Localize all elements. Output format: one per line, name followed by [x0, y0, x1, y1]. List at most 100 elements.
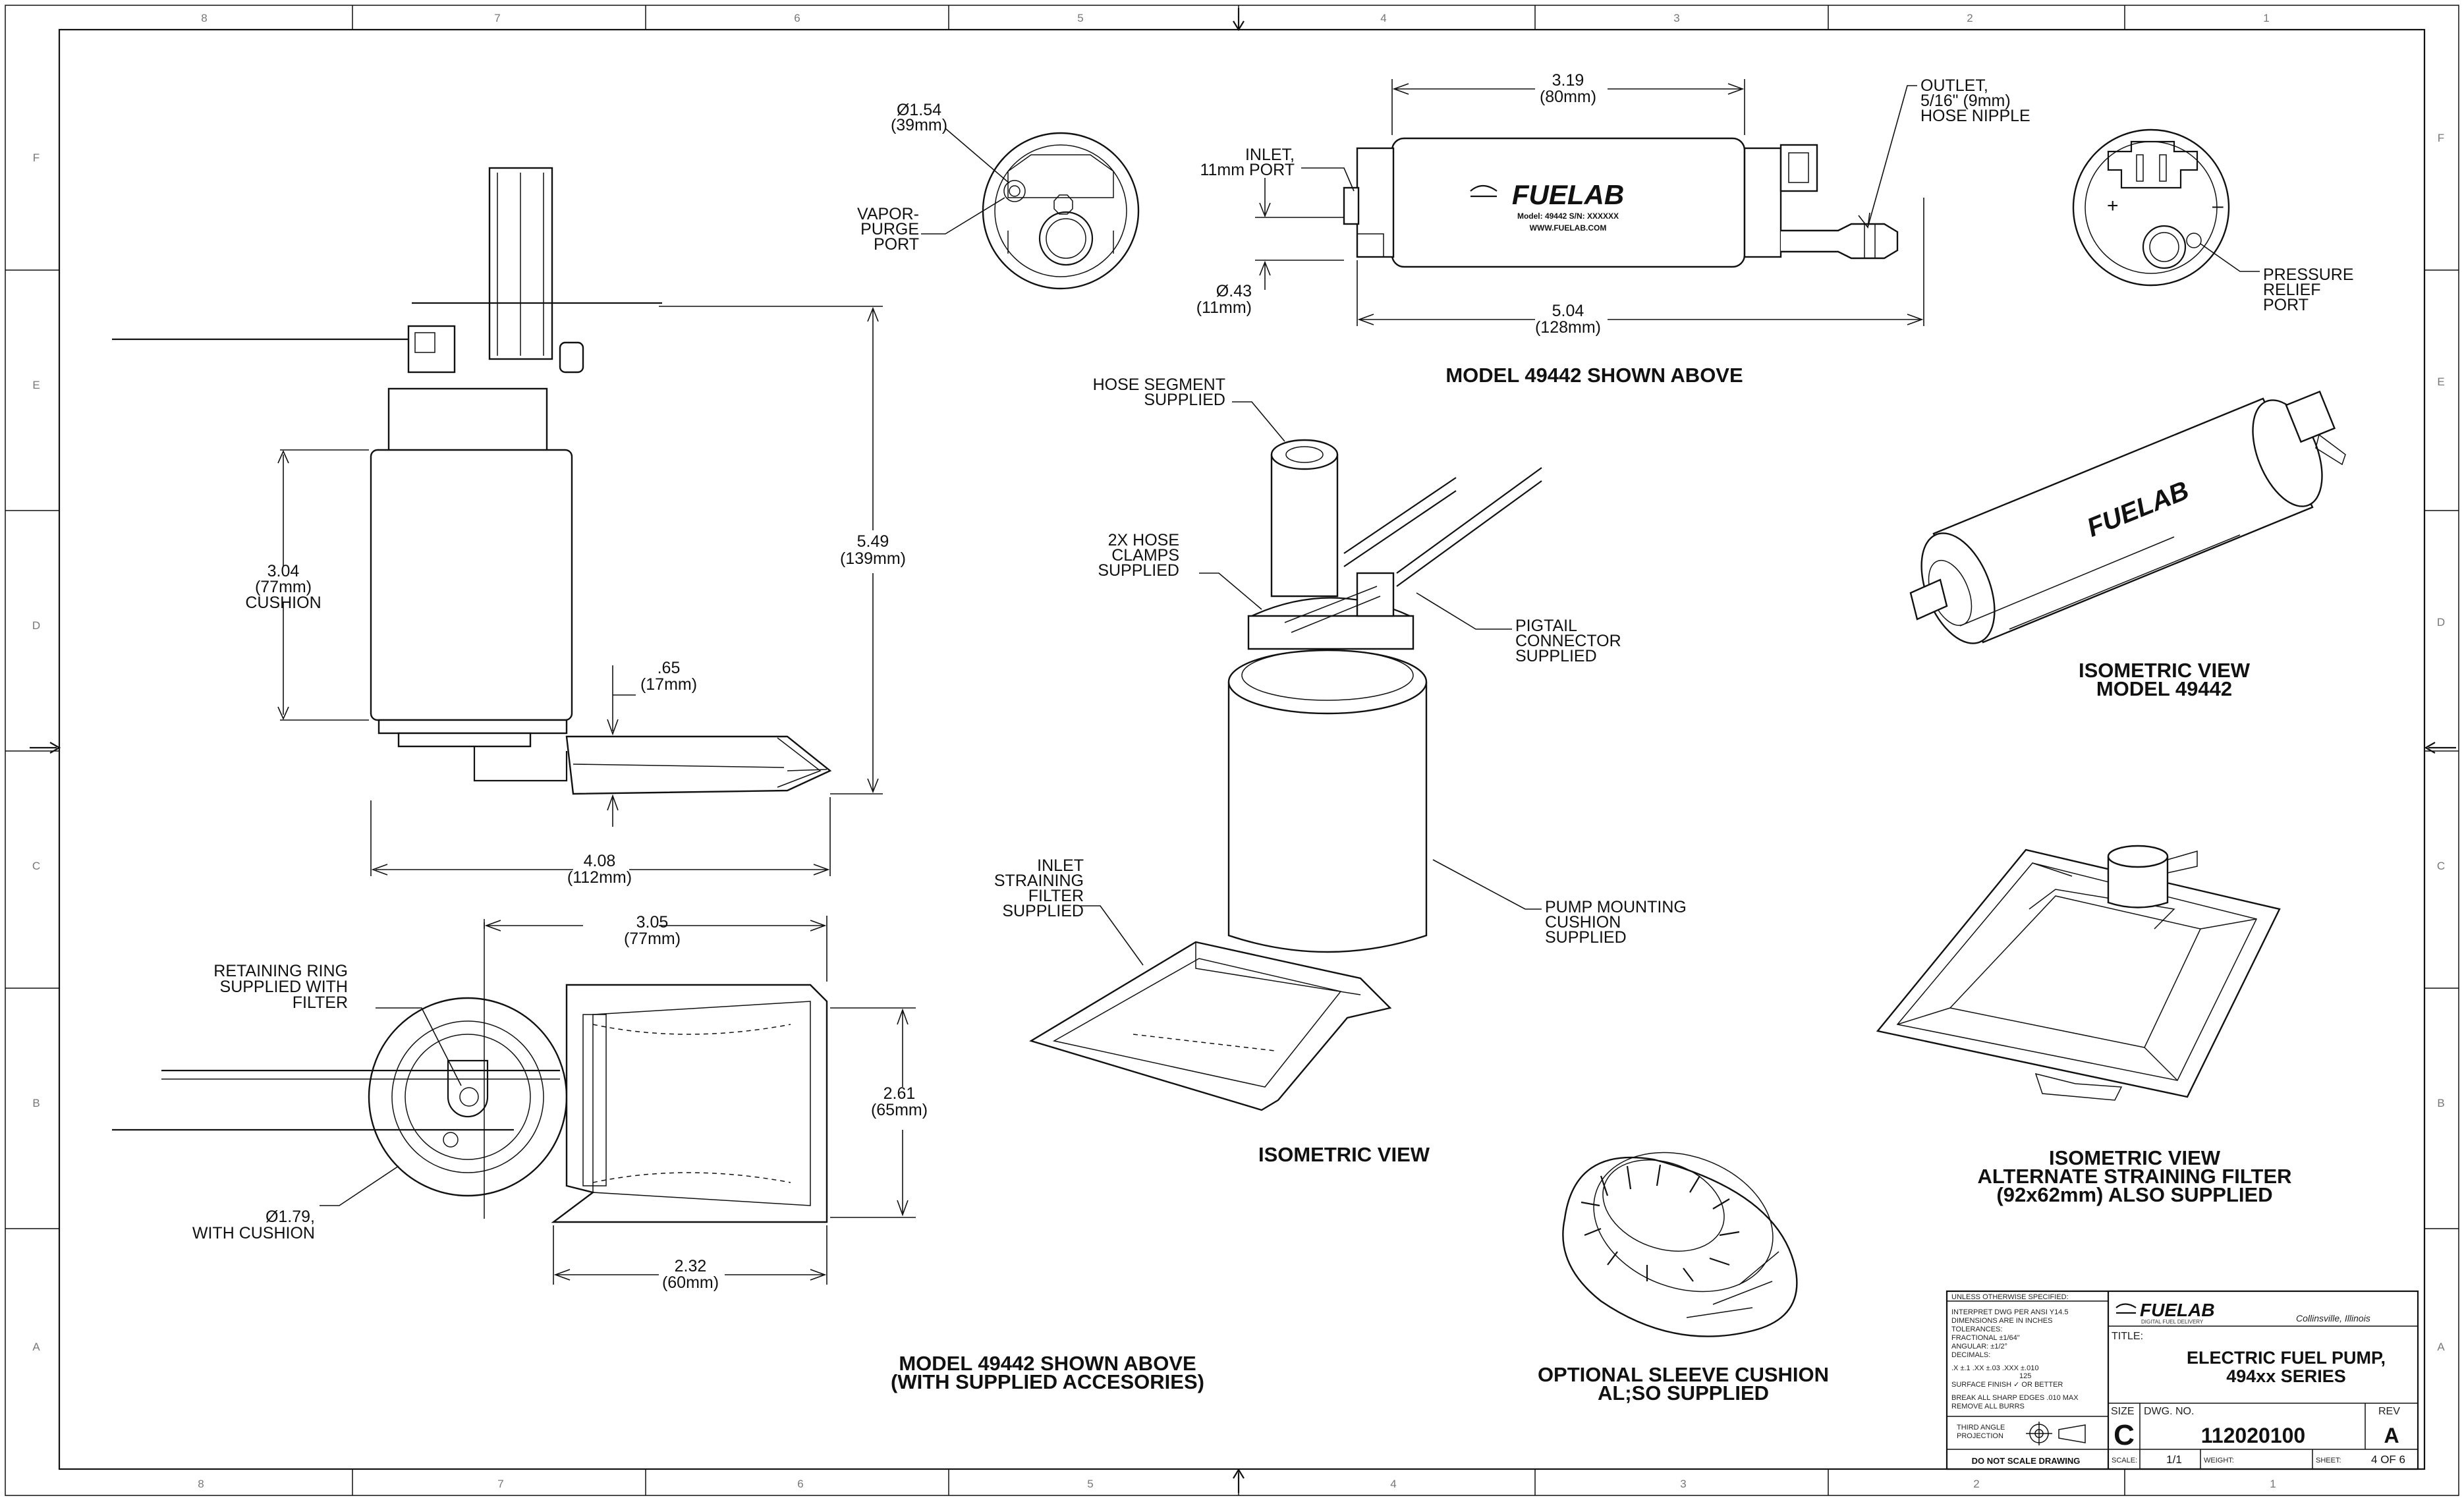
callout-pressure-relief-2: RELIEF [2263, 281, 2321, 299]
isometric-filter-view: ISOMETRIC VIEW ALTERNATE STRAINING FILTE… [1876, 845, 2292, 1206]
dim-total-length-inch: 5.04 [1552, 302, 1584, 320]
caption-sleeve-cushion-1: OPTIONAL SLEEVE CUSHION [1538, 1363, 1829, 1386]
tb-rev-value: A [2384, 1424, 2399, 1447]
callout-pressure-relief-3: PORT [2263, 296, 2309, 314]
tb-finish-value: 125 [2019, 1372, 2031, 1380]
title-block: UNLESS OTHERWISE SPECIFIED: INTERPRET DW… [1946, 1290, 2419, 1470]
pump-top-view: FUELAB Model: 49442 S/N: XXXXXX WWW.FUEL… [1196, 71, 2030, 387]
tb-title-label: TITLE: [2112, 1331, 2143, 1342]
caption-model-accessories-1: MODEL 49442 SHOWN ABOVE [899, 1352, 1196, 1375]
drawing-border [5, 5, 2459, 1496]
zone-col-1: 1 [2263, 12, 2269, 24]
company-logo-icon [2115, 1303, 2137, 1314]
zone-col-7: 7 [494, 12, 500, 24]
zone-col-2: 2 [1967, 12, 1973, 24]
tb-size-value: C [2114, 1419, 2135, 1451]
zone-row-b-right: B [2437, 1097, 2444, 1109]
zone-row-f: F [33, 152, 40, 164]
tb-no-scale: DO NOT SCALE DRAWING [1972, 1456, 2081, 1466]
tb-spec-line-6: DECIMALS: [1951, 1351, 1990, 1359]
dim-cushion-diameter-note: WITH CUSHION [192, 1224, 315, 1242]
outlet-end-drawing [2072, 128, 2230, 287]
bottom-view: 3.05 (77mm) 2.61 (65mm) 2.32 (60mm) RETA… [112, 913, 1204, 1393]
dim-inlet-diameter-inch: Ø.43 [1216, 282, 1252, 300]
caption-model-top: MODEL 49442 SHOWN ABOVE [1445, 364, 1743, 387]
isometric-filter-drawing [1876, 845, 2281, 1101]
dim-filter-height-mm: (17mm) [640, 675, 697, 694]
tb-company-tagline: DIGITAL FUEL DELIVERY [2141, 1319, 2204, 1325]
zone-row-c: C [32, 860, 40, 872]
zone-col-2-bottom: 2 [1973, 1478, 1979, 1490]
zone-col-8: 8 [201, 12, 207, 24]
pump-top-drawing [1343, 137, 1899, 268]
dim-cushion-height-inch: 3.04 [267, 562, 300, 580]
callout-pigtail-2: CONNECTOR [1515, 632, 1621, 650]
dim-total-width-inch: 4.08 [584, 852, 616, 870]
tb-projection-2: PROJECTION [1957, 1432, 2003, 1440]
dim-total-width-mm: (112mm) [567, 868, 632, 887]
zone-col-5-bottom: 5 [1087, 1478, 1093, 1490]
zone-row-f-right: F [2438, 132, 2444, 144]
callout-retaining-ring-2: SUPPLIED WITH [220, 978, 348, 996]
third-angle-projection-icon [2026, 1422, 2086, 1445]
dim-end-diameter-inch: Ø1.54 [897, 101, 941, 119]
dim-filter-length-mm: (77mm) [624, 930, 681, 948]
callout-cushion-3: SUPPLIED [1545, 928, 1627, 947]
dim-end-diameter-mm: (39mm) [891, 116, 947, 134]
dim-total-length-mm: (128mm) [1535, 318, 1601, 337]
tb-scale-value: 1/1 [2166, 1453, 2182, 1466]
callout-pigtail-1: PIGTAIL [1515, 617, 1577, 635]
dim-total-height-inch: 5.49 [857, 532, 889, 551]
tb-spec-line-10: REMOVE ALL BURRS [1951, 1403, 2025, 1410]
callout-inlet-filter-4: SUPPLIED [1002, 902, 1084, 920]
dim-inlet-diameter-mm: (11mm) [1196, 298, 1252, 317]
tb-spec-line-1: INTERPRET DWG PER ANSI Y14.5 [1951, 1308, 2068, 1316]
zone-col-4-bottom: 4 [1390, 1478, 1396, 1490]
tb-spec-line-3: TOLERANCES: [1951, 1325, 2002, 1333]
zone-col-6-bottom: 6 [797, 1478, 803, 1490]
callout-inlet-filter-3: FILTER [1028, 887, 1084, 905]
dim-filter-width-mm: (65mm) [871, 1101, 928, 1119]
zone-col-7-bottom: 7 [497, 1478, 503, 1490]
dim-filter-depth-mm: (60mm) [662, 1273, 719, 1292]
callout-hose-clamps-2: CLAMPS [1111, 546, 1179, 565]
callout-hose-clamps-1: 2X HOSE [1108, 531, 1179, 549]
zone-row-e: E [32, 379, 40, 391]
isometric-assembly-view: HOSE SEGMENT SUPPLIED 2X HOSE CLAMPS SUP… [994, 376, 1687, 1166]
side-view: 3.04 (77mm) CUSHION 5.49 (139mm) .65 (17… [112, 167, 906, 887]
callout-hose-clamps-3: SUPPLIED [1098, 561, 1179, 580]
tb-spec-line-4: FRACTIONAL ±1/64" [1951, 1334, 2020, 1342]
callout-retaining-ring-3: FILTER [293, 993, 348, 1012]
tb-scale-label: SCALE: [2112, 1457, 2137, 1464]
zone-row-b: B [32, 1097, 40, 1109]
zone-col-4: 4 [1380, 12, 1386, 24]
isometric-assembly-drawing [1029, 439, 1542, 1111]
tb-weight-label: WEIGHT: [2204, 1457, 2234, 1464]
zone-labels-bottom: 8 7 6 5 4 3 2 1 [198, 1478, 2276, 1490]
callout-vapor-purge-2: PURGE [860, 220, 919, 238]
zone-row-d: D [32, 619, 40, 632]
tb-spec-line-9: BREAK ALL SHARP EDGES .010 MAX [1951, 1394, 2079, 1402]
zone-col-5: 5 [1077, 12, 1083, 24]
caption-model-accessories-2: (WITH SUPPLIED ACCESORIES) [891, 1370, 1204, 1393]
tb-company-name: FUELAB [2140, 1300, 2215, 1320]
zone-labels-top: 8 7 6 5 4 3 2 1 [201, 12, 2269, 24]
zone-row-a-right: A [2437, 1341, 2445, 1353]
zone-col-3-bottom: 3 [1680, 1478, 1686, 1490]
tb-location: Collinsville, Illinois [2296, 1313, 2370, 1323]
sleeve-cushion-drawing [1562, 1152, 1798, 1337]
callout-retaining-ring-1: RETAINING RING [213, 962, 348, 980]
zone-row-a: A [32, 1341, 40, 1353]
callout-inlet-filter-2: STRAINING [994, 872, 1084, 890]
tb-dwg-number: 112020100 [2201, 1424, 2305, 1447]
pump-url: WWW.FUELAB.COM [1530, 223, 1607, 233]
tb-dwg-label: DWG. NO. [2144, 1406, 2194, 1417]
dim-body-length-inch: 3.19 [1552, 71, 1584, 90]
pump-side-drawing [112, 167, 832, 795]
terminal-positive: + [2107, 195, 2119, 217]
zone-col-3: 3 [1673, 12, 1679, 24]
pump-brand-logo: FUELAB [1512, 179, 1624, 210]
outlet-end-view: + – PRESSURE RELIEF PORT [2072, 128, 2354, 314]
dim-filter-depth-inch: 2.32 [675, 1257, 707, 1275]
